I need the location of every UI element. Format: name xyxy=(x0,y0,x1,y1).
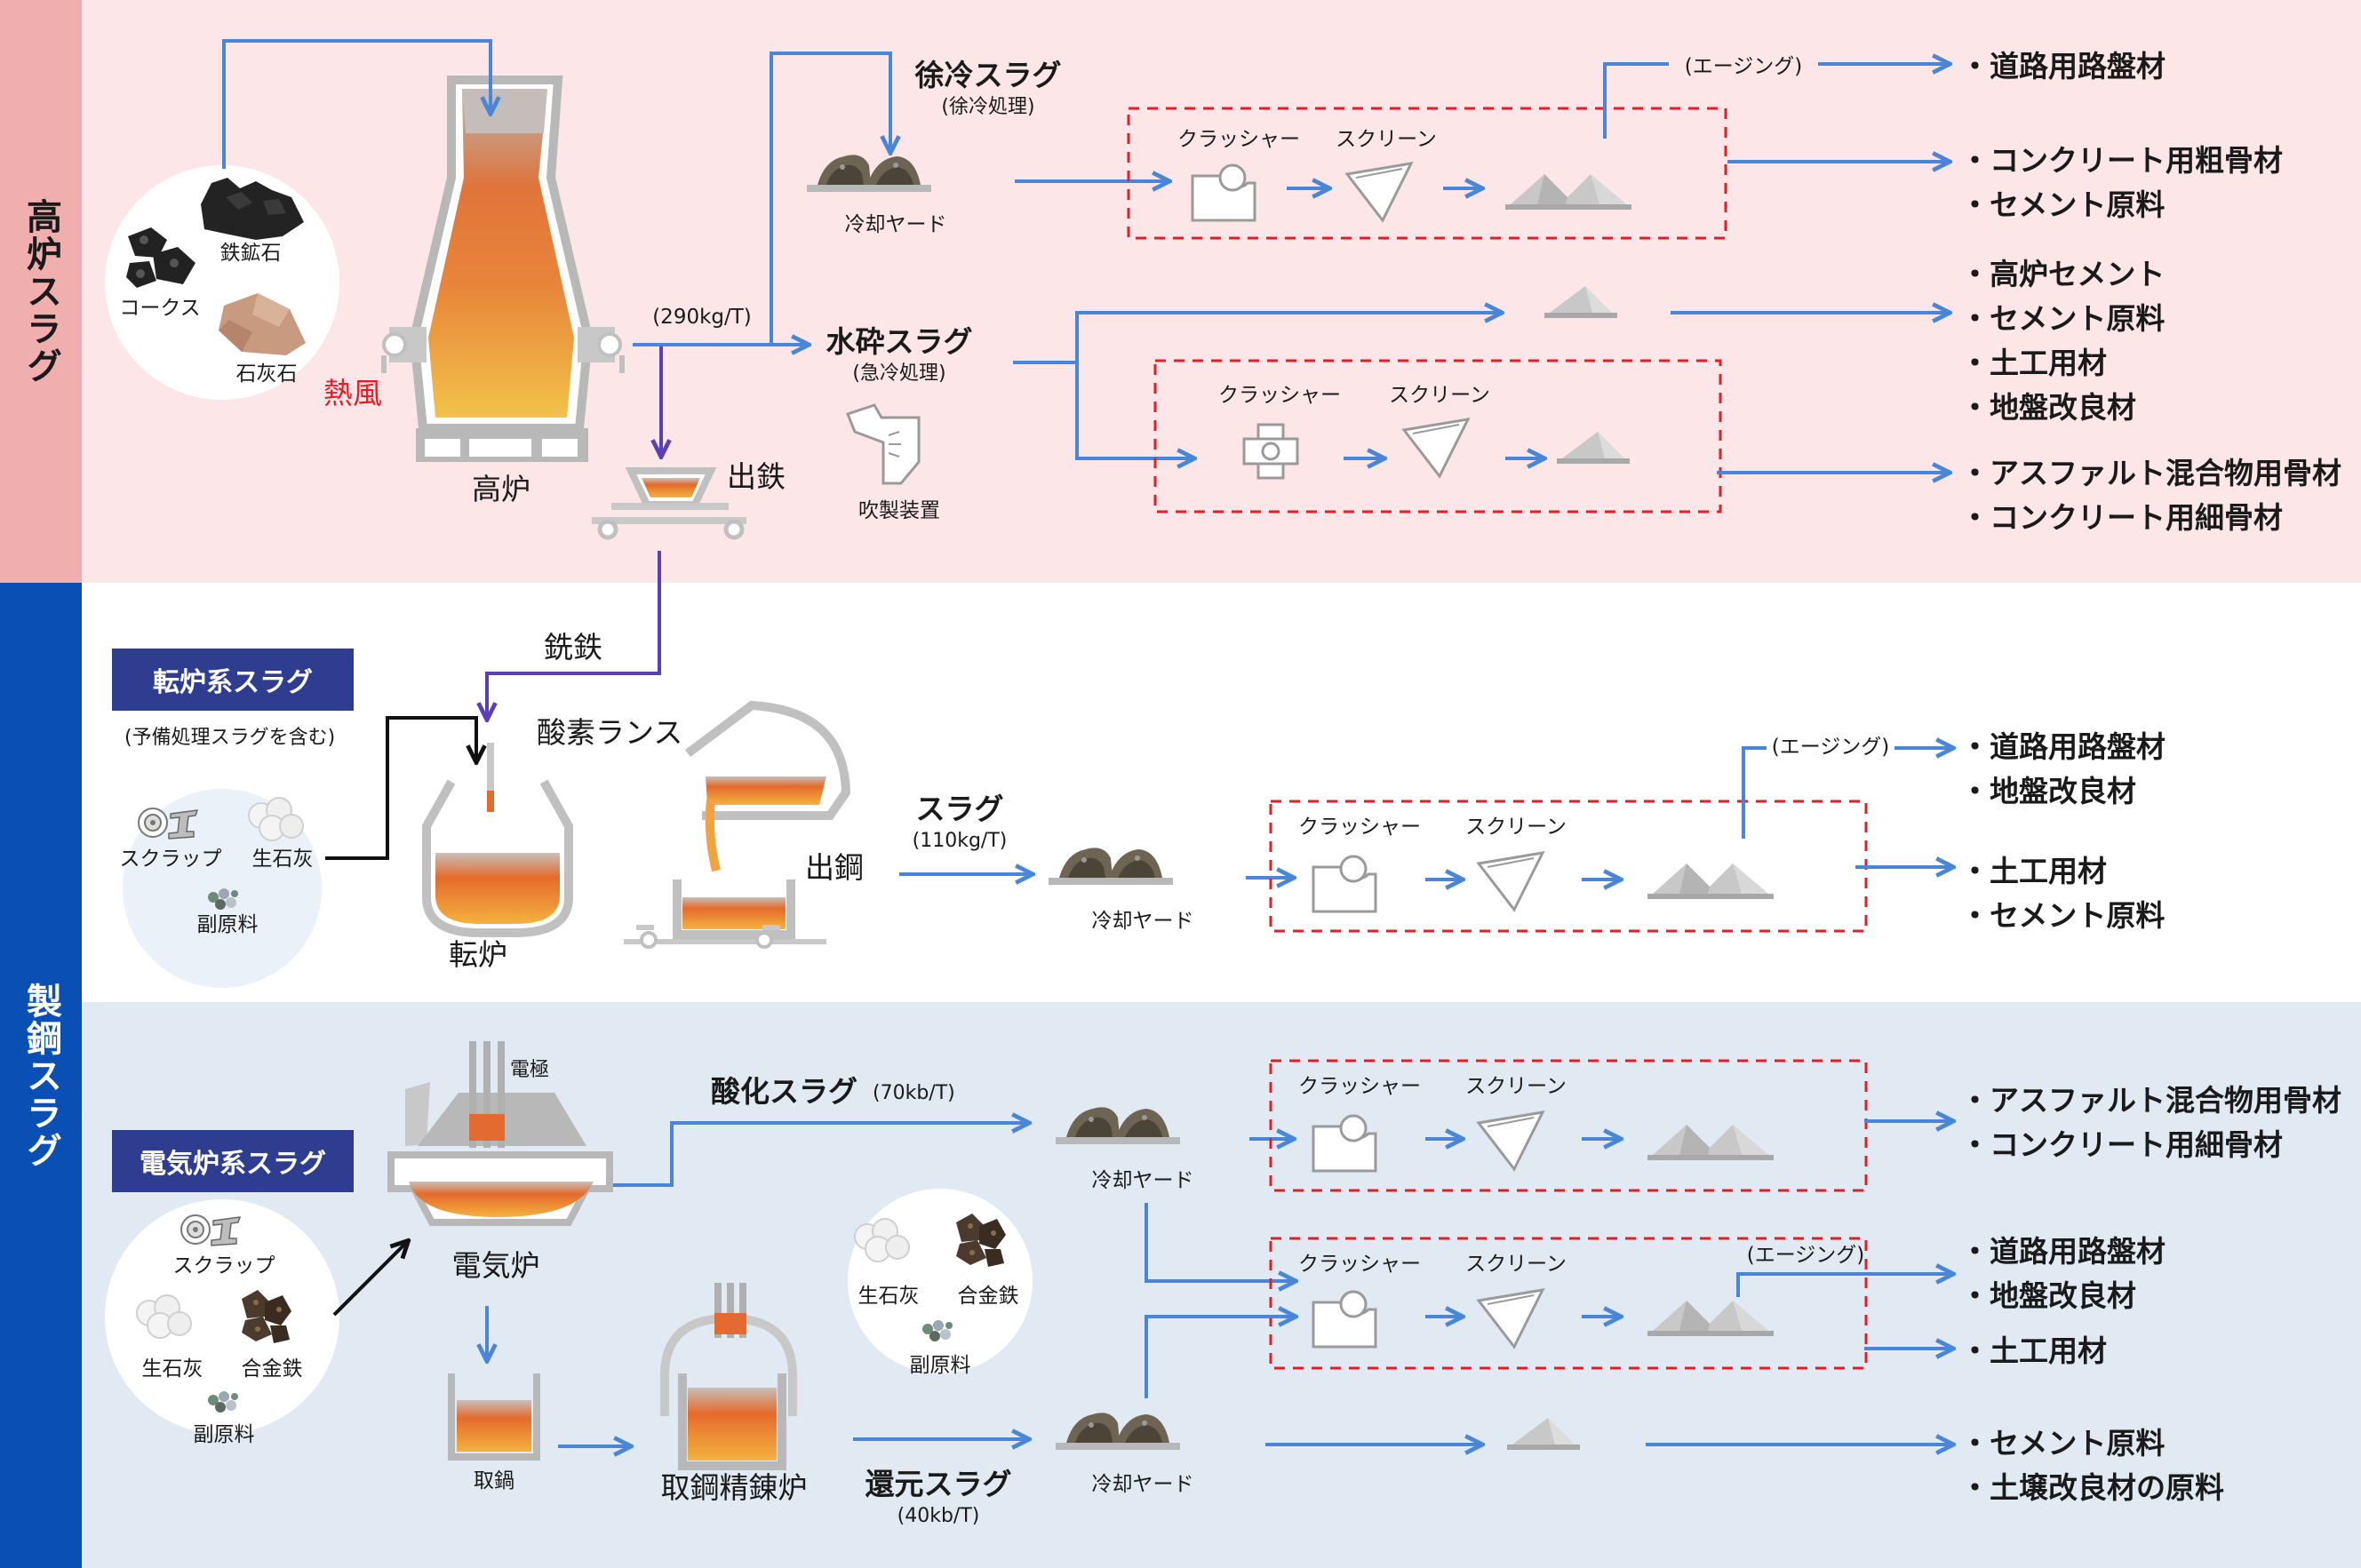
oxidized-slag-title: 酸化スラグ xyxy=(711,1074,857,1109)
converter-slag-rate: (110kg/T) xyxy=(912,830,1008,852)
reduced-slag-rate: (40kb/T) xyxy=(897,1505,980,1527)
output-item: ・コンクリート用粗骨材 xyxy=(1960,143,2283,178)
limestone-label: 石灰石 xyxy=(235,362,298,386)
auxiliary-label: 副原料 xyxy=(193,1423,255,1446)
output-item: ・アスファルト混合物用骨材 xyxy=(1960,1083,2341,1118)
output-item: ・道路用路盤材 xyxy=(1960,49,2166,84)
blast-slag-rate: (290kg/T) xyxy=(652,306,752,329)
output-item: ・コンクリート用細骨材 xyxy=(1960,500,2283,535)
eaf-label: 電気炉 xyxy=(451,1248,540,1283)
output-item: ・高炉セメント xyxy=(1960,257,2166,291)
converter-label: 転炉 xyxy=(449,937,507,972)
steel-tapping-label: 出鋼 xyxy=(805,850,864,885)
output-item: ・土工用材 xyxy=(1960,346,2107,380)
ladle-label: 取鍋 xyxy=(474,1469,514,1492)
screen-label: スクリーン xyxy=(1465,1253,1567,1276)
output-item: ・地盤改良材 xyxy=(1960,390,2136,425)
output-item: ・土工用材 xyxy=(1960,854,2107,888)
section-label-blast-furnace: 高炉スラグ xyxy=(20,198,61,385)
converter-slag-title: スラグ xyxy=(915,792,1004,826)
screen-label: スクリーン xyxy=(1389,384,1490,407)
oxidized-slag-rate: (70kb/T) xyxy=(873,1082,955,1104)
aging-label: (エージング) xyxy=(1771,736,1890,759)
auxiliary-label: 副原料 xyxy=(909,1354,971,1377)
reduced-slag-title: 還元スラグ xyxy=(865,1467,1012,1501)
slow-cooled-slag-sub: (徐冷処理) xyxy=(941,96,1035,118)
output-item: ・コンクリート用細骨材 xyxy=(1960,1127,2283,1162)
tapping-label: 出鉄 xyxy=(727,459,786,494)
granulated-slag-title: 水砕スラグ xyxy=(826,324,973,359)
section-label-steelmaking: 製鋼スラグ xyxy=(20,982,61,1169)
output-item: ・地盤改良材 xyxy=(1960,1278,2136,1313)
hot-air-label: 熱風 xyxy=(323,376,382,410)
quicklime-label: 生石灰 xyxy=(857,1285,920,1308)
alloy-label: 合金鉄 xyxy=(957,1285,1019,1308)
cooling-yard-label: 冷却ヤード xyxy=(844,213,947,236)
ladle-refining-label: 取鋼精錬炉 xyxy=(660,1470,808,1505)
electrode-label: 電極 xyxy=(510,1059,550,1081)
granulation-device-label: 吹製装置 xyxy=(858,499,940,522)
output-item: ・セメント原料 xyxy=(1960,301,2166,336)
output-item: ・土壌改良材の原料 xyxy=(1960,1470,2224,1505)
aging-label: (エージング) xyxy=(1684,55,1803,78)
quicklime-label: 生石灰 xyxy=(141,1357,203,1381)
crusher-label: クラッシャー xyxy=(1177,128,1300,151)
cooling-yard-label: 冷却ヤード xyxy=(1091,910,1194,933)
output-item: ・セメント原料 xyxy=(1960,1426,2166,1461)
screen-label: スクリーン xyxy=(1465,1075,1567,1098)
converter-slag-badge: 転炉系スラグ xyxy=(112,649,354,711)
auxiliary-label: 副原料 xyxy=(196,913,259,936)
crusher-label: クラッシャー xyxy=(1298,1075,1421,1098)
iron-ore-label: 鉄鉱石 xyxy=(219,242,282,265)
blast-furnace-label: 高炉 xyxy=(472,472,530,506)
output-item: ・アスファルト混合物用骨材 xyxy=(1960,456,2341,490)
scrap-label: スクラップ xyxy=(119,848,222,871)
crusher-label: クラッシャー xyxy=(1298,816,1421,839)
crusher-label: クラッシャー xyxy=(1298,1253,1421,1276)
slow-cooled-slag-title: 徐冷スラグ xyxy=(914,58,1062,92)
eaf-slag-badge: 電気炉系スラグ xyxy=(112,1130,354,1192)
screen-label: スクリーン xyxy=(1336,128,1437,151)
alloy-label: 合金鉄 xyxy=(241,1357,303,1381)
granulated-slag-sub: (急冷処理) xyxy=(852,362,946,385)
quicklime-label: 生石灰 xyxy=(251,848,314,871)
output-item: ・セメント原料 xyxy=(1960,898,2166,933)
scrap-label: スクラップ xyxy=(172,1254,275,1277)
pig-iron-label: 銑鉄 xyxy=(544,630,602,665)
crusher-label: クラッシャー xyxy=(1218,384,1341,407)
output-item: ・道路用路盤材 xyxy=(1960,729,2166,764)
output-item: ・道路用路盤材 xyxy=(1960,1234,2166,1269)
cooling-yard-label: 冷却ヤード xyxy=(1091,1169,1194,1192)
cooling-yard-label: 冷却ヤード xyxy=(1091,1473,1194,1496)
output-item: ・セメント原料 xyxy=(1960,187,2166,222)
converter-note: (予備処理スラグを含む) xyxy=(124,727,336,749)
aging-label: (エージング) xyxy=(1746,1244,1865,1267)
oxygen-lance-label: 酸素ランス xyxy=(537,715,683,750)
output-item: ・地盤改良材 xyxy=(1960,774,2136,808)
coke-label: コークス xyxy=(119,297,201,320)
output-item: ・土工用材 xyxy=(1960,1333,2107,1368)
screen-label: スクリーン xyxy=(1465,816,1567,839)
